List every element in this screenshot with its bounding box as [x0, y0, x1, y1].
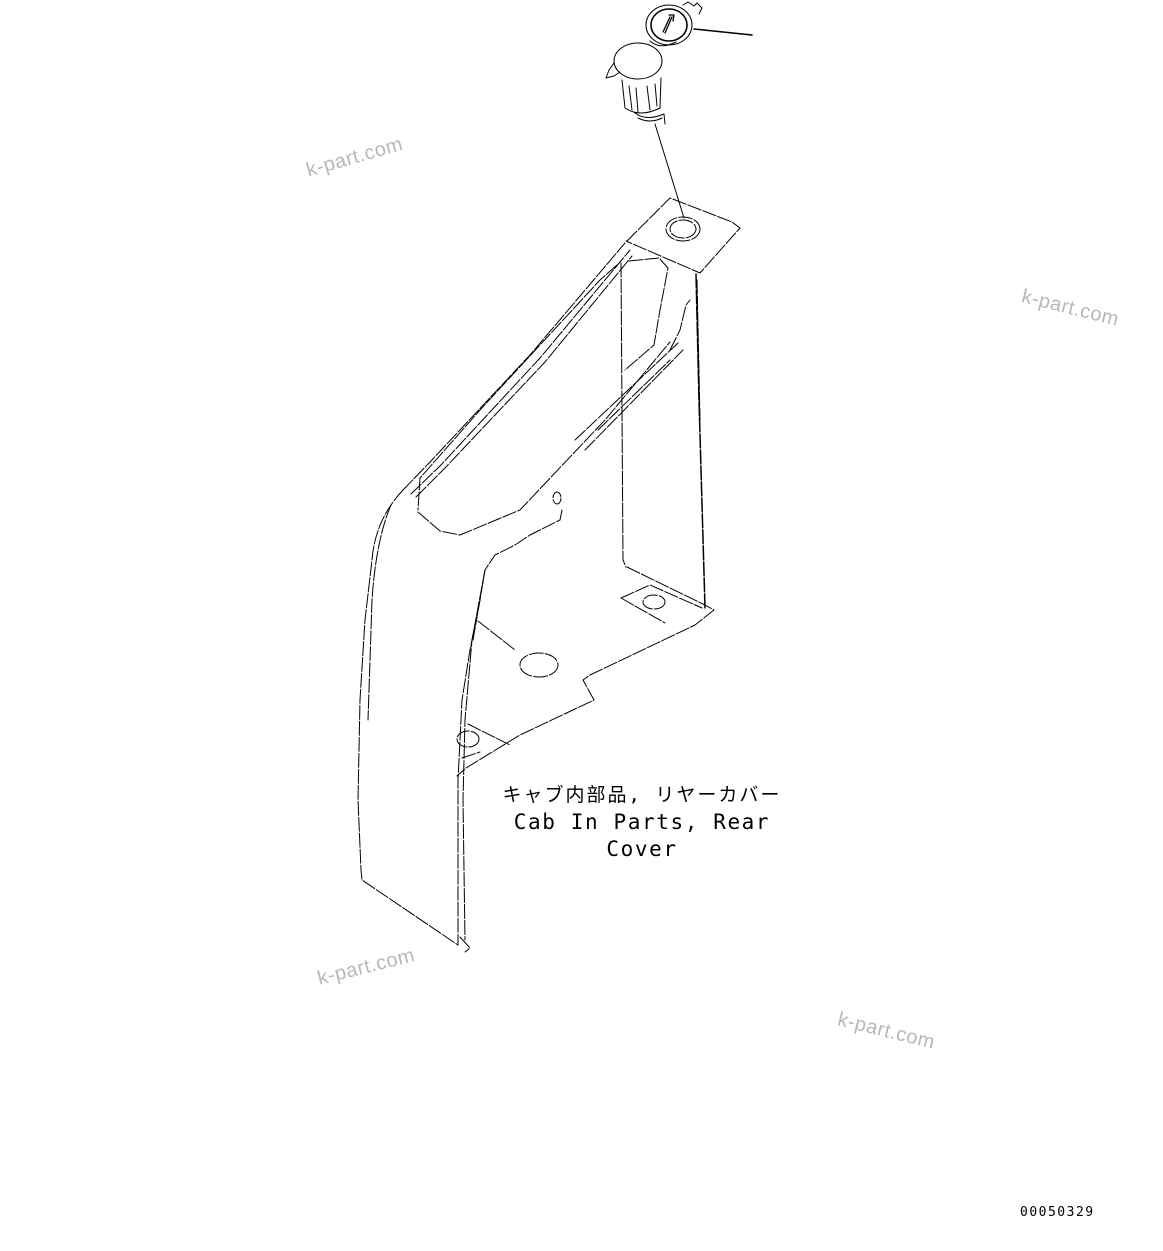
caption-english: Cab In Parts, Rear Cover [513, 810, 771, 861]
leader-line [693, 28, 753, 36]
socket-part [605, 42, 685, 219]
diagram-caption: キャブ内部品, リヤーカバー Cab In Parts, Rear Cover [484, 782, 800, 863]
rear-cover-part [357, 197, 741, 953]
caption-japanese: キャブ内部品, リヤーカバー [502, 784, 782, 806]
socket-leader-line [654, 123, 685, 219]
drawing-number: 00050329 [1020, 1205, 1095, 1220]
cap-part [645, 1, 753, 47]
